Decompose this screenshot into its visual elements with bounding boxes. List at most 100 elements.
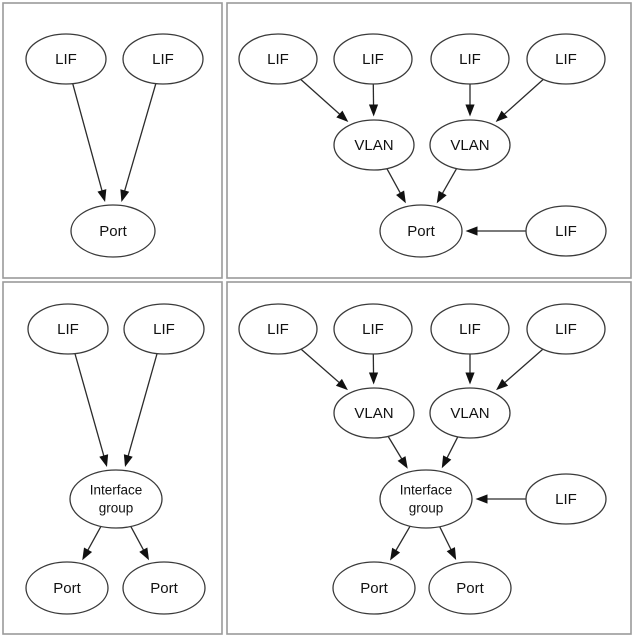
edge-bl-lif-1-to-bl-ifgrp-1 xyxy=(74,353,109,468)
edge-br-lif-3-to-br-vlan-2 xyxy=(465,354,475,385)
node-label: LIF xyxy=(555,321,577,338)
edge-bl-lif-2-to-bl-ifgrp-1 xyxy=(123,353,158,468)
node-label: VLAN xyxy=(354,137,393,154)
node-port[interactable]: Port xyxy=(428,561,512,615)
lif-ellipse[interactable] xyxy=(526,33,606,85)
node-port[interactable]: Port xyxy=(70,204,156,258)
node-lif[interactable]: LIF xyxy=(526,303,606,355)
edge-tr-lif-3-to-tr-vlan-2 xyxy=(465,84,475,117)
edge-layer xyxy=(300,78,544,236)
node-vlan[interactable]: VLAN xyxy=(429,119,511,171)
node-lif[interactable]: LIF xyxy=(526,33,606,85)
node-label: Port xyxy=(99,223,127,240)
node-vlan[interactable]: VLAN xyxy=(429,387,511,439)
lif-ellipse[interactable] xyxy=(525,473,607,525)
lif-ellipse[interactable] xyxy=(123,303,205,355)
edge-br-vlan-2-to-br-ifgrp-1 xyxy=(441,436,459,469)
node-lif[interactable]: LIF xyxy=(525,205,607,257)
node-lif[interactable]: LIF xyxy=(525,473,607,525)
port-ellipse[interactable] xyxy=(25,561,109,615)
node-label: VLAN xyxy=(354,405,393,422)
edge-bl-ifgrp-1-to-bl-port-2 xyxy=(130,526,150,561)
node-vlan[interactable]: VLAN xyxy=(333,119,415,171)
edge-br-ifgrp-1-to-br-port-1 xyxy=(390,525,411,561)
interface-group-ellipse[interactable] xyxy=(379,469,473,529)
interface-group-ellipse[interactable] xyxy=(69,469,163,529)
edge-br-lif-5-to-br-ifgrp-1 xyxy=(475,494,526,504)
port-ellipse[interactable] xyxy=(428,561,512,615)
node-lif[interactable]: LIF xyxy=(122,33,204,85)
port-ellipse[interactable] xyxy=(332,561,416,615)
node-label: LIF xyxy=(153,321,175,338)
node-label: LIF xyxy=(57,321,79,338)
lif-ellipse[interactable] xyxy=(25,33,107,85)
edge-tr-lif-5-to-tr-port-1 xyxy=(465,226,526,236)
vlan-ellipse[interactable] xyxy=(333,387,415,439)
edge-tr-lif-4-to-tr-vlan-2 xyxy=(495,78,544,122)
edge-tr-vlan-2-to-tr-port-1 xyxy=(436,168,458,204)
lif-ellipse[interactable] xyxy=(238,33,318,85)
node-label: Port xyxy=(360,580,388,597)
node-label: LIF xyxy=(267,51,289,68)
panel-lifs-to-port: LIF LIF Port xyxy=(2,2,223,279)
node-label: LIF xyxy=(362,51,384,68)
node-lif[interactable]: LIF xyxy=(27,303,109,355)
node-lif[interactable]: LIF xyxy=(238,33,318,85)
vlan-ellipse[interactable] xyxy=(429,119,511,171)
lif-ellipse[interactable] xyxy=(430,303,510,355)
node-lif[interactable]: LIF xyxy=(123,303,205,355)
node-port[interactable]: Port xyxy=(332,561,416,615)
lif-ellipse[interactable] xyxy=(430,33,510,85)
node-label: VLAN xyxy=(450,137,489,154)
vlan-ellipse[interactable] xyxy=(333,119,415,171)
port-ellipse[interactable] xyxy=(122,561,206,615)
node-label: LIF xyxy=(555,223,577,240)
lif-ellipse[interactable] xyxy=(27,303,109,355)
node-label: LIF xyxy=(55,51,77,68)
node-lif[interactable]: LIF xyxy=(430,303,510,355)
panel-lifs-vlans-to-port: LIF LIF LIF LIF VLAN VLAN Port LIF xyxy=(226,2,632,279)
edge-br-vlan-1-to-br-ifgrp-1 xyxy=(387,436,408,469)
edge-tl-lif-2-to-tl-port-1 xyxy=(120,83,157,203)
node-port[interactable]: Port xyxy=(379,204,463,258)
node-label: LIF xyxy=(459,321,481,338)
node-label: LIF xyxy=(362,321,384,338)
vlan-ellipse[interactable] xyxy=(429,387,511,439)
node-label: LIF xyxy=(267,321,289,338)
lif-ellipse[interactable] xyxy=(122,33,204,85)
edge-tr-lif-1-to-tr-vlan-1 xyxy=(300,78,349,122)
lif-ellipse[interactable] xyxy=(333,303,413,355)
edge-br-lif-4-to-br-vlan-2 xyxy=(496,348,544,391)
node-label: Port xyxy=(407,223,435,240)
node-lif[interactable]: LIF xyxy=(238,303,318,355)
lif-ellipse[interactable] xyxy=(525,205,607,257)
edge-br-ifgrp-1-to-br-port-2 xyxy=(439,526,457,560)
node-lif[interactable]: LIF xyxy=(430,33,510,85)
edge-tr-lif-2-to-tr-vlan-1 xyxy=(368,83,379,117)
node-lif[interactable]: LIF xyxy=(333,33,413,85)
edge-layer xyxy=(300,348,544,561)
edge-layer xyxy=(72,83,157,203)
lif-ellipse[interactable] xyxy=(526,303,606,355)
edge-br-lif-1-to-br-vlan-1 xyxy=(300,348,348,391)
edge-layer xyxy=(74,353,158,561)
node-label: Port xyxy=(53,580,81,597)
node-label: LIF xyxy=(555,51,577,68)
port-ellipse[interactable] xyxy=(379,204,463,258)
node-label: LIF xyxy=(152,51,174,68)
node-lif[interactable]: LIF xyxy=(333,303,413,355)
node-lif[interactable]: LIF xyxy=(25,33,107,85)
port-ellipse[interactable] xyxy=(70,204,156,258)
edge-bl-ifgrp-1-to-bl-port-1 xyxy=(82,526,102,561)
lif-ellipse[interactable] xyxy=(333,33,413,85)
lif-ellipse[interactable] xyxy=(238,303,318,355)
node-port[interactable]: Port xyxy=(25,561,109,615)
node-label: Port xyxy=(456,580,484,597)
node-port[interactable]: Port xyxy=(122,561,206,615)
node-vlan[interactable]: VLAN xyxy=(333,387,415,439)
edge-tr-vlan-1-to-tr-port-1 xyxy=(386,168,406,204)
